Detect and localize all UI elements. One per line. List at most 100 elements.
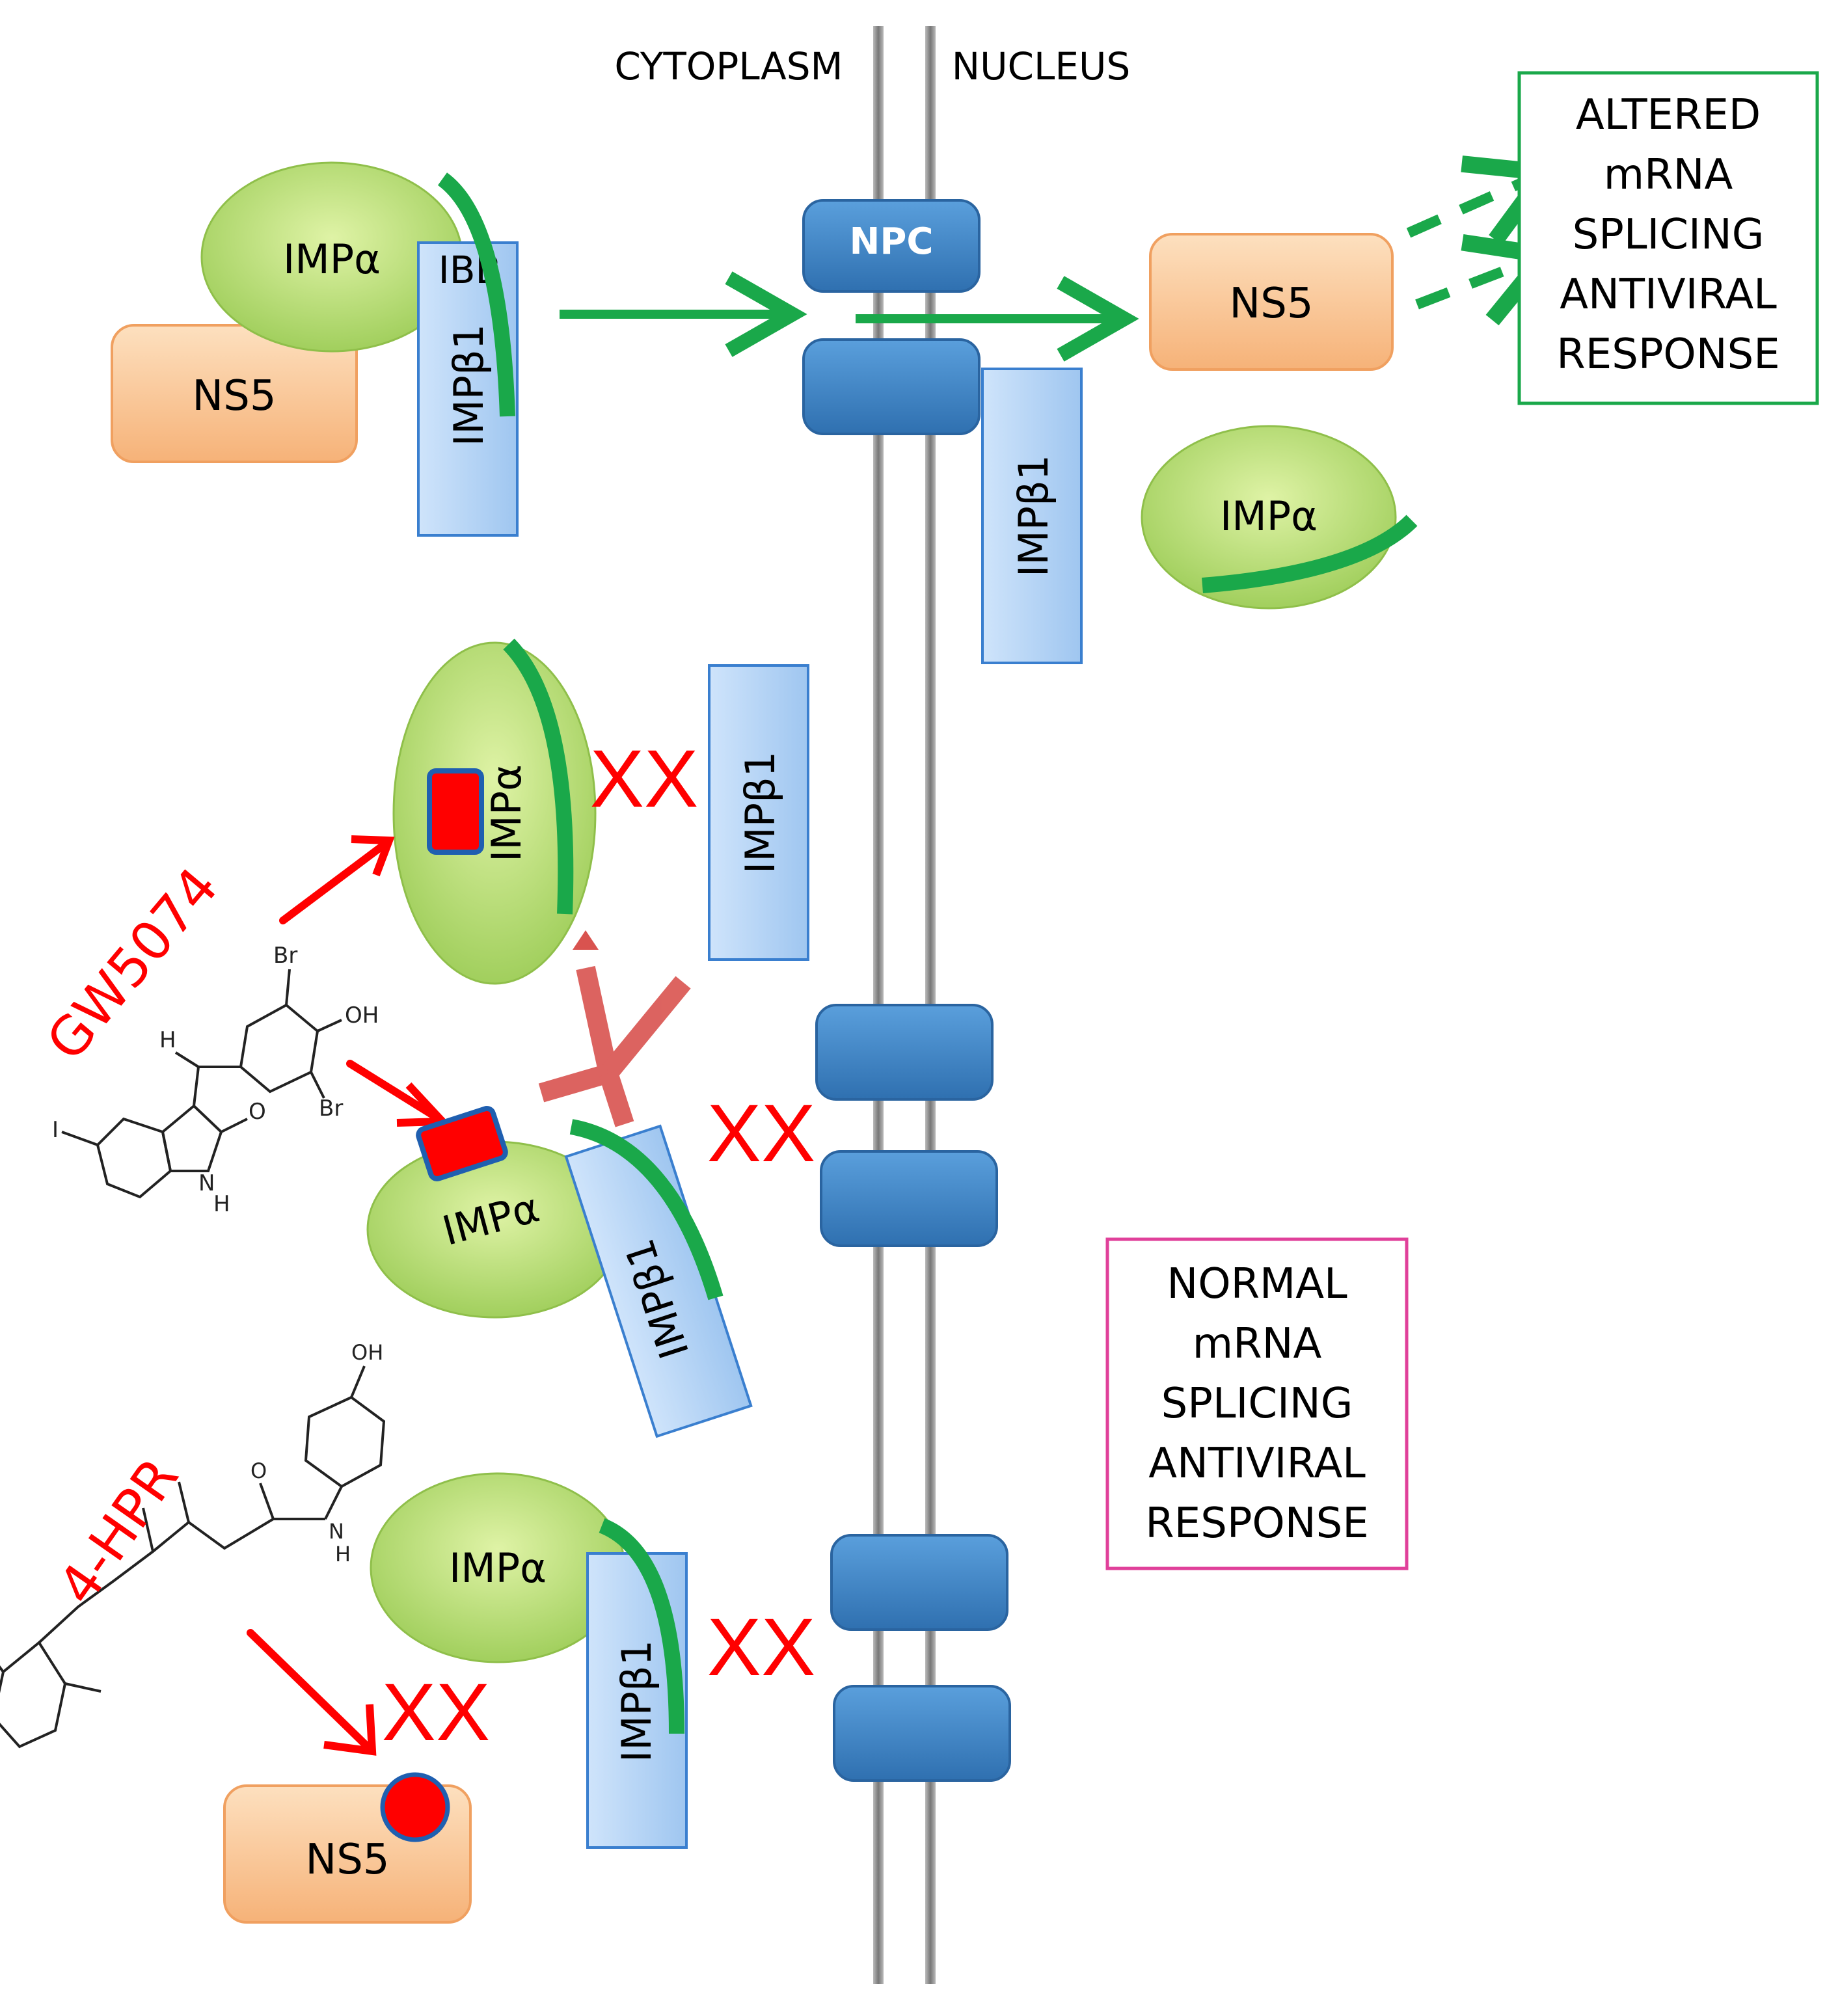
ibb-domain-mid — [503, 638, 574, 915]
ns5-nucleus-box — [1149, 233, 1394, 371]
npc-bottom-upper — [830, 1534, 1008, 1631]
atom-iodo: I — [52, 1117, 59, 1143]
gw5074-complex-bound: IMPα IMPβ1 — [366, 1106, 753, 1438]
altered-line-3: SPLICING — [1573, 211, 1765, 259]
normal-line-4: ANTIVIRAL — [1148, 1440, 1366, 1488]
4hpr-bond-nh — [324, 1486, 343, 1520]
blocked-arm-1 — [576, 965, 618, 1076]
npc-upper-block — [802, 199, 981, 293]
4hpr-methyl-1 — [178, 1481, 190, 1523]
ns5-box — [111, 324, 358, 463]
blocked-arm-2 — [601, 976, 691, 1080]
ns5-4hpr-bound: NS5 — [223, 1772, 472, 1924]
gw5074-arrow-impa — [279, 839, 391, 924]
4hpr-phenol-ring — [304, 1395, 386, 1488]
gw5074-structure — [61, 969, 342, 1199]
normal-outcome-box: NORMAL mRNA SPLICING ANTIVIRAL RESPONSE — [1105, 1237, 1409, 1570]
npc-top: NPC — [802, 199, 981, 435]
gw5074-binding-site-1 — [427, 768, 484, 855]
gw5074-arrow-complex — [346, 1060, 445, 1124]
4hpr-structure — [0, 1365, 386, 1749]
blocked-arm-3 — [538, 1064, 612, 1103]
normal-line-1: NORMAL — [1167, 1260, 1347, 1308]
block-mark-impa-impb: XX — [590, 734, 699, 824]
gw5074-phenol-ring — [239, 1003, 319, 1094]
ns5-nucleus-label: NS5 — [1229, 280, 1313, 328]
gw5074-label: GW5074 — [35, 856, 230, 1072]
npc-middle-upper — [815, 1004, 994, 1101]
cytoplasm-label: CYTOPLASM — [614, 44, 843, 88]
gw5074-bond-iodo — [61, 1131, 98, 1146]
imp-beta1-free-box — [708, 664, 809, 961]
atom-br-2: Br — [319, 1095, 343, 1122]
ns5-bottom-label: NS5 — [305, 1836, 389, 1884]
npc-label: NPC — [849, 221, 933, 263]
atom-h-amine: H — [213, 1191, 230, 1217]
block-mark-npc-bottom: XX — [707, 1602, 816, 1693]
atom-h-4hpr: H — [335, 1542, 351, 1566]
4hpr-atoms: OH N H O — [250, 1340, 383, 1566]
imp-beta1-free: IMPβ1 — [708, 664, 809, 961]
4hpr-binding-site — [380, 1772, 450, 1842]
gw5074-indole-ring — [161, 1104, 223, 1172]
4hpr-methyl-2 — [142, 1507, 154, 1552]
gw5074-impa-bound: IMPα — [392, 638, 597, 985]
atom-oh-4hpr: OH — [351, 1340, 383, 1365]
atom-br-1: Br — [273, 943, 297, 969]
ibb-domain-nucleus — [1202, 515, 1418, 593]
gw5074-bond-oh — [317, 1019, 342, 1032]
npc-bottom — [830, 1534, 1011, 1782]
atom-n-4hpr: N — [329, 1519, 344, 1544]
ns5-label: NS5 — [192, 372, 276, 420]
4hpr-label: 4-HPR — [47, 1447, 191, 1616]
ibb-domain-bottom — [599, 1518, 684, 1734]
gw5074-bond-h — [174, 1051, 200, 1068]
4hpr-cyclohexene-ring — [0, 1641, 67, 1749]
outcome-arrow-2 — [1415, 234, 1562, 326]
gw5074-bond-br2 — [310, 1071, 325, 1099]
gw5074-atoms: Br OH Br H O N H I — [52, 943, 379, 1217]
ibb-domain-low — [569, 1119, 724, 1300]
altered-line-2: mRNA — [1604, 151, 1733, 199]
4hpr-ring-methyl — [64, 1682, 101, 1693]
imp-alpha-nucleus-label: IMPα — [1220, 492, 1318, 540]
imp-beta1-free-label: IMPβ1 — [737, 751, 784, 874]
blocked-binding-symbol — [538, 965, 691, 1127]
imp-beta1-label: IMPβ1 — [445, 324, 493, 446]
gw5074-arrow-impa-head — [351, 835, 395, 877]
gw5074-double-bond — [193, 1066, 200, 1107]
import-complex-bottom: IMPα IMPβ1 — [370, 1472, 688, 1849]
nuclear-complex-top: NS5 IMPβ1 IMPα — [981, 233, 1418, 664]
altered-outcome-box: ALTERED mRNA SPLICING ANTIVIRAL RESPONSE — [1517, 71, 1819, 405]
gw5074-carbonyl — [221, 1118, 248, 1133]
blocked-arm-4 — [599, 1070, 634, 1127]
normal-border — [1105, 1237, 1409, 1570]
import-complex-top: NS5 IMPα IBB IMPβ1 — [111, 161, 519, 537]
4hpr-arrow — [247, 1629, 375, 1754]
block-mark-ns5: XX — [382, 1667, 491, 1758]
gw5074-benzo-ring — [96, 1117, 172, 1199]
atom-oh: OH — [345, 1002, 379, 1028]
blocked-arrowhead — [573, 930, 599, 950]
normal-line-2: mRNA — [1193, 1320, 1322, 1368]
normal-line-5: RESPONSE — [1145, 1499, 1368, 1548]
npc-middle-lower — [820, 1150, 998, 1247]
gw5074-binding-site-2 — [416, 1106, 508, 1181]
4hpr-gem-methyl-1 — [0, 1665, 5, 1673]
atom-h-methine: H — [159, 1027, 176, 1053]
npc-middle — [815, 1004, 998, 1247]
4hpr-arrow-head — [323, 1704, 377, 1756]
normal-line-3: SPLICING — [1161, 1380, 1353, 1428]
atom-o: O — [249, 1099, 266, 1125]
npc-lower-block — [802, 338, 981, 435]
imp-beta1-bottom-label: IMPβ1 — [613, 1640, 660, 1762]
gw5074-bond-br1 — [285, 969, 291, 1006]
atom-o-4hpr: O — [250, 1458, 267, 1483]
4hpr-carbonyl — [259, 1483, 275, 1520]
altered-border — [1517, 71, 1819, 405]
altered-line-4: ANTIVIRAL — [1560, 271, 1777, 319]
imp-alpha-mid-label: IMPα — [483, 764, 530, 862]
imp-alpha-label: IMPα — [283, 235, 381, 283]
imp-beta1-nucleus-box — [981, 368, 1083, 664]
